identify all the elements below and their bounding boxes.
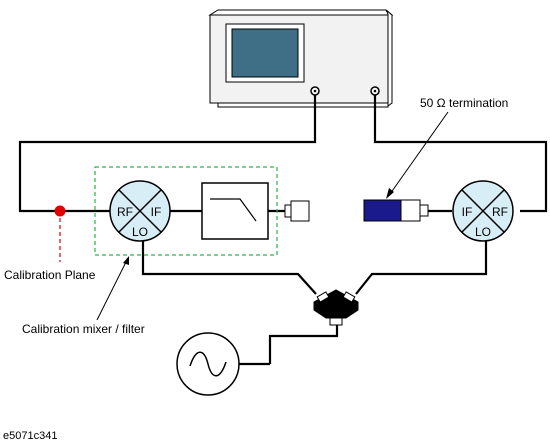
calibration-mixer-label: Calibration mixer / filter [22,322,145,336]
termination-label: 50 Ω termination [420,96,508,110]
left-mixer: RF IF LO [109,180,171,242]
right-mixer: IF RF LO [452,180,514,242]
left-mixer-if-label: IF [151,205,162,219]
right-mixer-rf-label: RF [492,205,508,219]
left-mixer-rf-label: RF [117,205,133,219]
network-analyzer [208,9,394,108]
cable-lo-right [355,237,488,295]
filter-response-icon [210,198,257,222]
filter-output-connector [284,200,310,222]
right-mixer-if-label: IF [462,205,473,219]
calibration-plane-label: Calibration Plane [4,268,96,282]
analyzer-top-face [208,9,394,16]
right-mixer-lo-label: LO [475,225,491,239]
lowpass-filter [201,182,269,240]
cable-lo-left [141,237,317,295]
filter-body [201,182,269,240]
sine-wave-icon [189,351,227,377]
calibration-mixer-filter-box [94,166,278,256]
analyzer-screen [231,28,299,78]
termination-arrow [389,111,449,195]
analyzer-base [217,102,389,108]
cable-port1 [18,95,317,213]
cable-port2 [373,95,548,213]
termination-load [363,199,429,222]
figure-id: e5071c341 [3,430,57,442]
cable-lo-source [268,325,339,364]
left-mixer-lo-label: LO [132,225,148,239]
calibration-plane-dot [54,205,66,217]
power-splitter [313,289,359,326]
calibration-mixer-arrow [96,261,127,321]
lo-signal-source [176,332,240,396]
